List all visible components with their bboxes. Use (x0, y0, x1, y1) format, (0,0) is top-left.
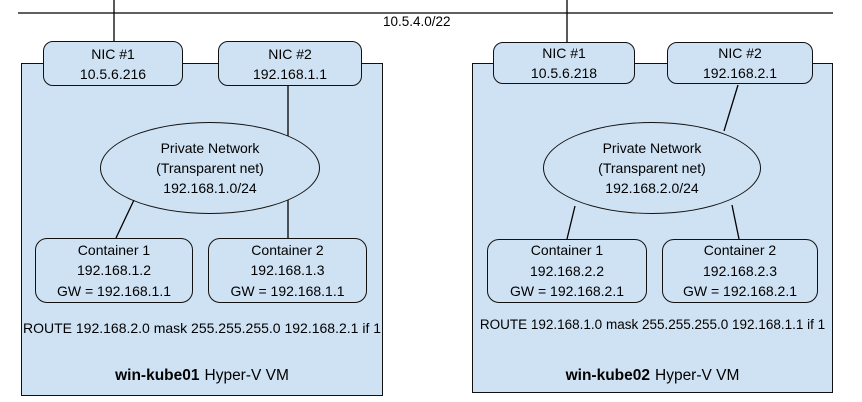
vm2-private-network-ellipse: Private Network (Transparent net) 192.16… (543, 122, 761, 214)
vm1-private-network-title: Private Network (160, 140, 260, 156)
vm1-route-text: ROUTE 192.168.2.0 mask 255.255.255.0 192… (22, 320, 382, 336)
vm2-title: win-kube02 Hyper-V VM (472, 367, 833, 385)
vm2-container1-gateway: GW = 192.168.2.1 (509, 283, 625, 300)
vm1-nic1-ip: 10.5.6.216 (79, 65, 147, 82)
vm1-container1-ip: 192.168.1.2 (77, 262, 151, 279)
vm1-nic1-box: NIC #1 10.5.6.216 (43, 41, 183, 86)
vm2-container2-gateway: GW = 192.168.2.1 (682, 283, 798, 300)
vm2-nic2-box: NIC #2 192.168.2.1 (667, 42, 813, 84)
vm1-private-network-type: (Transparent net) (156, 160, 264, 176)
vm2-container2-ip: 192.168.2.3 (703, 262, 777, 279)
vm1-container2-gateway: GW = 192.168.1.1 (230, 282, 345, 299)
vm2-container2-label: Container 2 (703, 242, 777, 259)
vm2-nic2-label: NIC #2 (718, 45, 762, 61)
vm-box-win-kube02 (472, 63, 833, 393)
vm2-network-to-container2-line (731, 204, 740, 240)
vm2-private-network-type: (Transparent net) (598, 160, 706, 176)
vm1-title-suffix: Hyper-V VM (204, 367, 289, 384)
vm1-private-network-subnet: 192.168.1.0/24 (163, 180, 257, 196)
vm1-container2-ip: 192.168.1.3 (250, 262, 325, 279)
vm2-private-network-subnet: 192.168.2.0/24 (605, 180, 699, 196)
vm1-container1-gateway: GW = 192.168.1.1 (56, 282, 172, 299)
vm1-container2-box: Container 2 192.168.1.3 GW = 192.168.1.1 (208, 238, 367, 303)
vm2-nic2-to-network-line (723, 84, 739, 132)
vm1-nic2-ip: 192.168.1.1 (253, 65, 327, 82)
vm1-private-network-ellipse: Private Network (Transparent net) 192.16… (100, 122, 320, 214)
vm2-container2-box: Container 2 192.168.2.3 GW = 192.168.2.1 (662, 239, 818, 303)
vm2-container1-ip: 192.168.2.2 (530, 262, 604, 279)
vm2-nic1-label: NIC #1 (542, 45, 586, 61)
vm2-route-text: ROUTE 192.168.1.0 mask 255.255.255.0 192… (479, 317, 826, 332)
vm2-nic2-ip: 192.168.2.1 (703, 65, 777, 81)
vm1-hostname: win-kube01 (115, 367, 200, 384)
vm2-container1-box: Container 1 192.168.2.2 GW = 192.168.2.1 (487, 239, 647, 303)
vm2-title-suffix: Hyper-V VM (655, 367, 740, 384)
vm-box-win-kube01 (21, 63, 383, 396)
vm2-hostname: win-kube02 (565, 367, 650, 384)
vm2-nic1-box: NIC #1 10.5.6.218 (493, 42, 635, 84)
vm1-nic2-label: NIC #2 (268, 45, 312, 62)
vm2-network-to-container1-line (566, 205, 576, 240)
vm1-nic1-label: NIC #1 (91, 45, 135, 62)
vm2-private-network-title: Private Network (602, 140, 702, 156)
vm2-container1-label: Container 1 (530, 242, 604, 259)
backbone-subnet-label: 10.5.4.0/22 (383, 14, 451, 29)
vm1-network-to-container1-line (115, 199, 135, 239)
vm1-container1-box: Container 1 192.168.1.2 GW = 192.168.1.1 (35, 238, 193, 303)
vm2-nic1-ip: 10.5.6.218 (530, 65, 598, 81)
vm1-container1-label: Container 1 (77, 241, 151, 258)
vm1-nic2-box: NIC #2 192.168.1.1 (218, 41, 362, 86)
vm1-container2-label: Container 2 (251, 241, 324, 258)
